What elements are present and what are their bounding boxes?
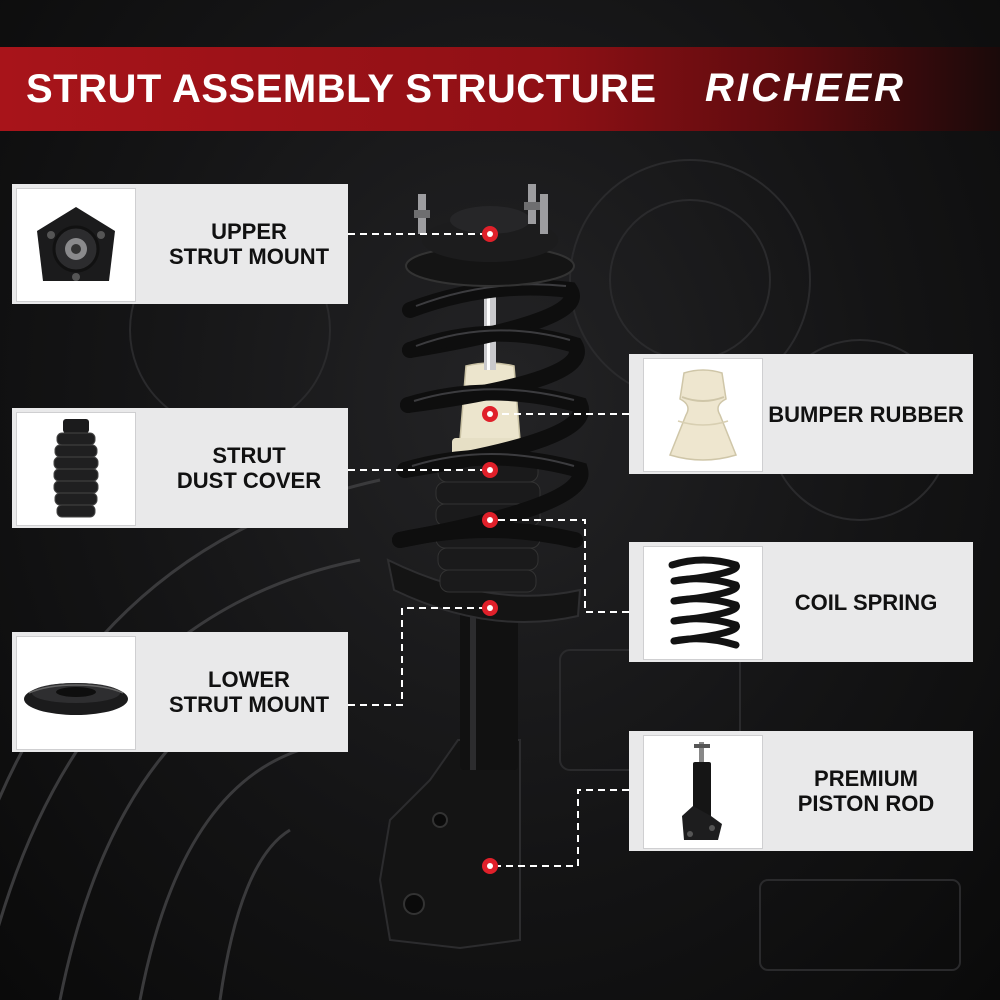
label-line-1: PREMIUM — [814, 766, 918, 791]
label-line-2: STRUT MOUNT — [168, 244, 330, 269]
coil-spring-icon — [643, 546, 763, 660]
piston-rod-icon — [643, 735, 763, 849]
brand-logo: RICHEER — [705, 66, 907, 110]
label-line-1: STRUT — [212, 443, 286, 468]
part-label: COIL SPRING — [761, 542, 971, 662]
part-label: BUMPER RUBBER — [761, 354, 971, 474]
label-line-1: COIL SPRING — [794, 589, 938, 615]
label-line-2: PISTON ROD — [797, 791, 935, 816]
label-line-2: STRUT MOUNT — [168, 692, 330, 717]
upper-strut-mount-icon — [16, 188, 136, 302]
label-line-1: BUMPER RUBBER — [768, 401, 964, 427]
lower-strut-mount-icon — [16, 636, 136, 750]
part-card-coil-spring: COIL SPRING — [629, 542, 973, 662]
label-line-1: LOWER — [208, 667, 290, 692]
page-title: STRUT ASSEMBLY STRUCTURE — [26, 67, 657, 111]
dust-cover-icon — [16, 412, 136, 526]
strut-assembly-image — [378, 184, 589, 950]
part-card-bumper-rubber: BUMPER RUBBER — [629, 354, 973, 474]
bumper-rubber-icon — [643, 358, 763, 472]
label-line-1: UPPER — [211, 219, 287, 244]
header-banner: STRUT ASSEMBLY STRUCTURE RICHEER — [0, 47, 1000, 131]
label-line-2: DUST COVER — [176, 468, 322, 493]
